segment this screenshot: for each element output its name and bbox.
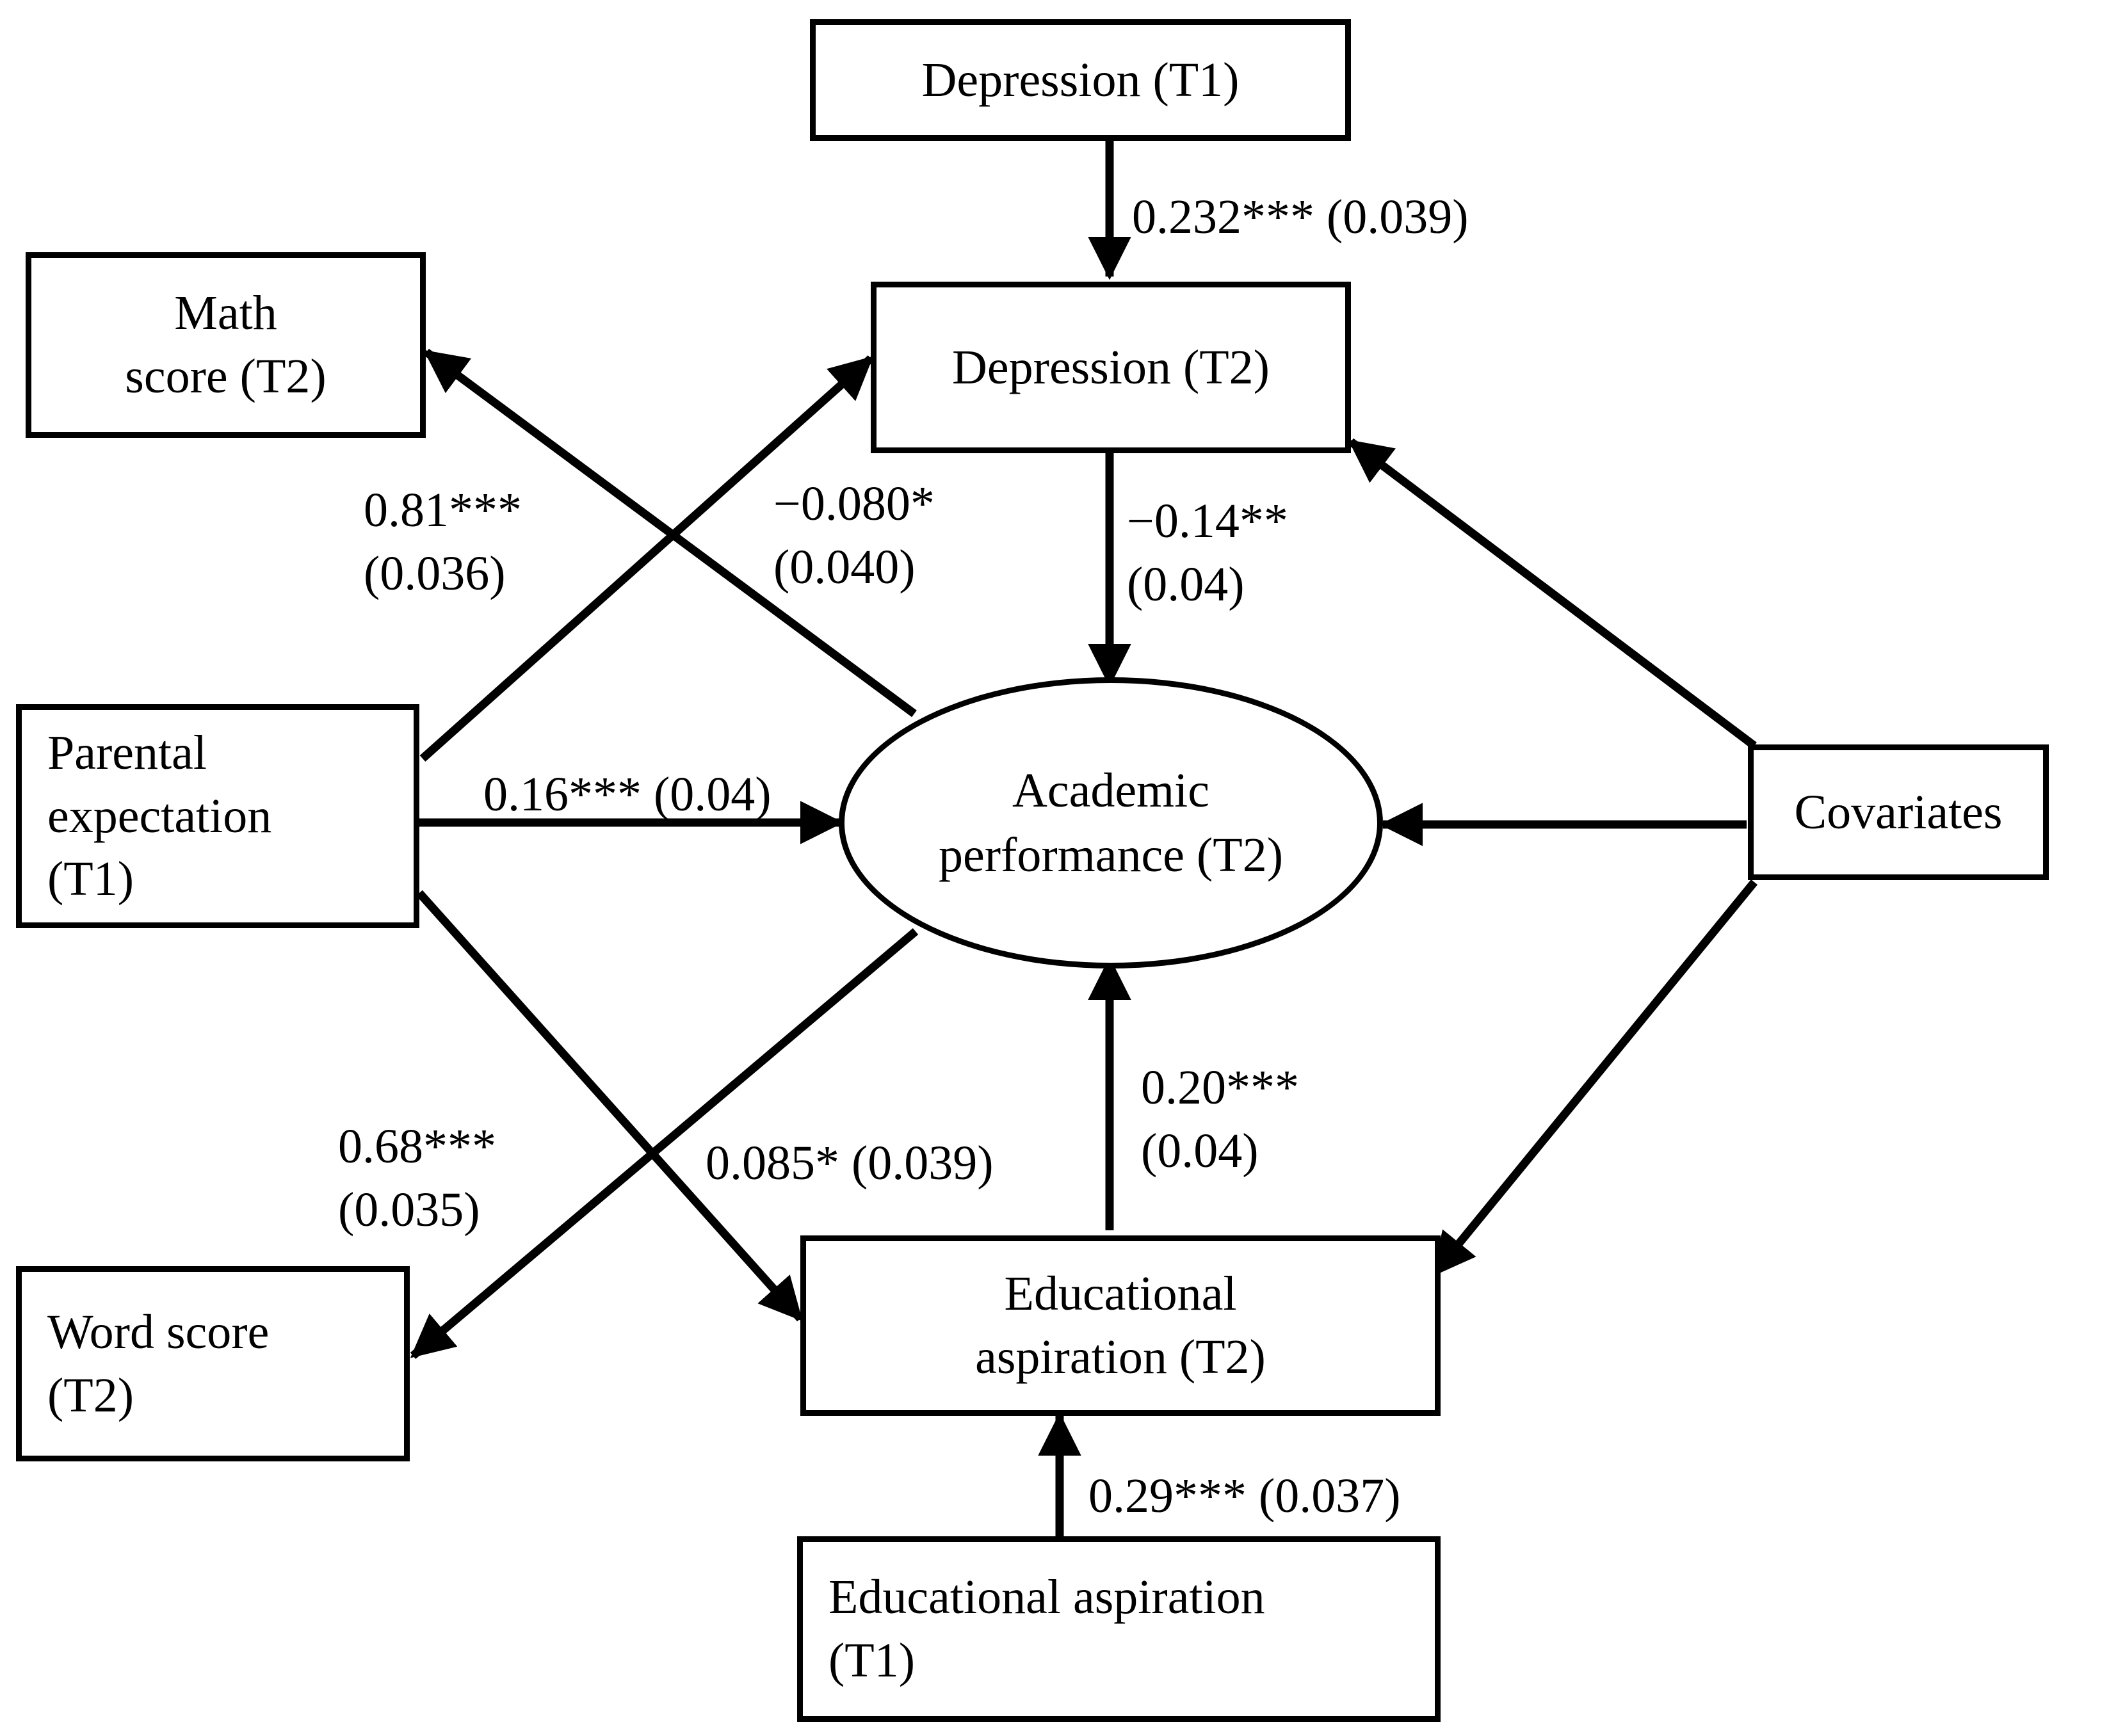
node-word-score-t2-label: Word score (T2) xyxy=(47,1305,270,1422)
node-depression-t1-label: Depression (T1) xyxy=(921,52,1240,107)
node-covariates-label: Covariates xyxy=(1794,785,2003,839)
edge-label-depression-t1-to-depression-t2: 0.232*** (0.039) xyxy=(1132,190,1469,244)
edge-label-parental-expectation-to-depression-t2: −0.080* (0.040) xyxy=(773,477,935,594)
edge-label-parental-expectation-to-academic: 0.16*** (0.04) xyxy=(483,768,772,821)
node-depression-t1[interactable]: Depression (T1) xyxy=(810,19,1351,141)
node-edu-aspiration-t2[interactable]: Educational aspiration (T2) xyxy=(800,1235,1441,1416)
node-edu-aspiration-t1[interactable]: Educational aspiration (T1) xyxy=(797,1536,1441,1722)
edge-label-edu-aspiration-t1-to-edu-aspiration-t2: 0.29*** (0.037) xyxy=(1088,1469,1401,1523)
arrow-parental-expectation-to-edu-aspiration-t2 xyxy=(416,890,804,1322)
edge-label-academic-to-word-score: 0.68*** (0.035) xyxy=(338,1120,496,1237)
node-edu-aspiration-t2-label: Educational aspiration (T2) xyxy=(975,1267,1266,1384)
edge-label-parental-expectation-to-edu-aspiration-t2: 0.085* (0.039) xyxy=(706,1136,994,1190)
edge-label-edu-aspiration-t2-to-academic: 0.20*** (0.04) xyxy=(1141,1061,1299,1178)
node-math-score-t2[interactable]: Math score (T2) xyxy=(26,252,426,438)
node-math-score-t2-label: Math score (T2) xyxy=(125,286,327,403)
node-word-score-t2[interactable]: Word score (T2) xyxy=(16,1266,410,1461)
arrow-covariates-to-edu-aspiration-t2 xyxy=(1430,879,1758,1277)
arrow-parental-expectation-to-depression-t2 xyxy=(419,355,874,762)
node-parental-expectation-t1-label: Parental expectation (T1) xyxy=(47,725,272,906)
edge-label-academic-to-math-score: 0.81*** (0.036) xyxy=(364,483,522,600)
node-parental-expectation-t1[interactable]: Parental expectation (T1) xyxy=(16,704,419,928)
node-covariates[interactable]: Covariates xyxy=(1748,744,2049,880)
arrow-academic-to-word-score xyxy=(410,928,919,1359)
node-depression-t2[interactable]: Depression (T2) xyxy=(871,282,1351,453)
node-edu-aspiration-t1-label: Educational aspiration (T1) xyxy=(828,1570,1265,1687)
node-academic-performance-t2-label: Academic performance (T2) xyxy=(938,764,1283,882)
arrow-covariates-to-depression-t2 xyxy=(1348,438,1757,750)
node-depression-t2-label: Depression (T2) xyxy=(952,340,1270,394)
node-academic-performance-t2[interactable]: Academic performance (T2) xyxy=(839,677,1383,968)
edge-label-depression-t2-to-academic: −0.14** (0.04) xyxy=(1127,494,1288,611)
